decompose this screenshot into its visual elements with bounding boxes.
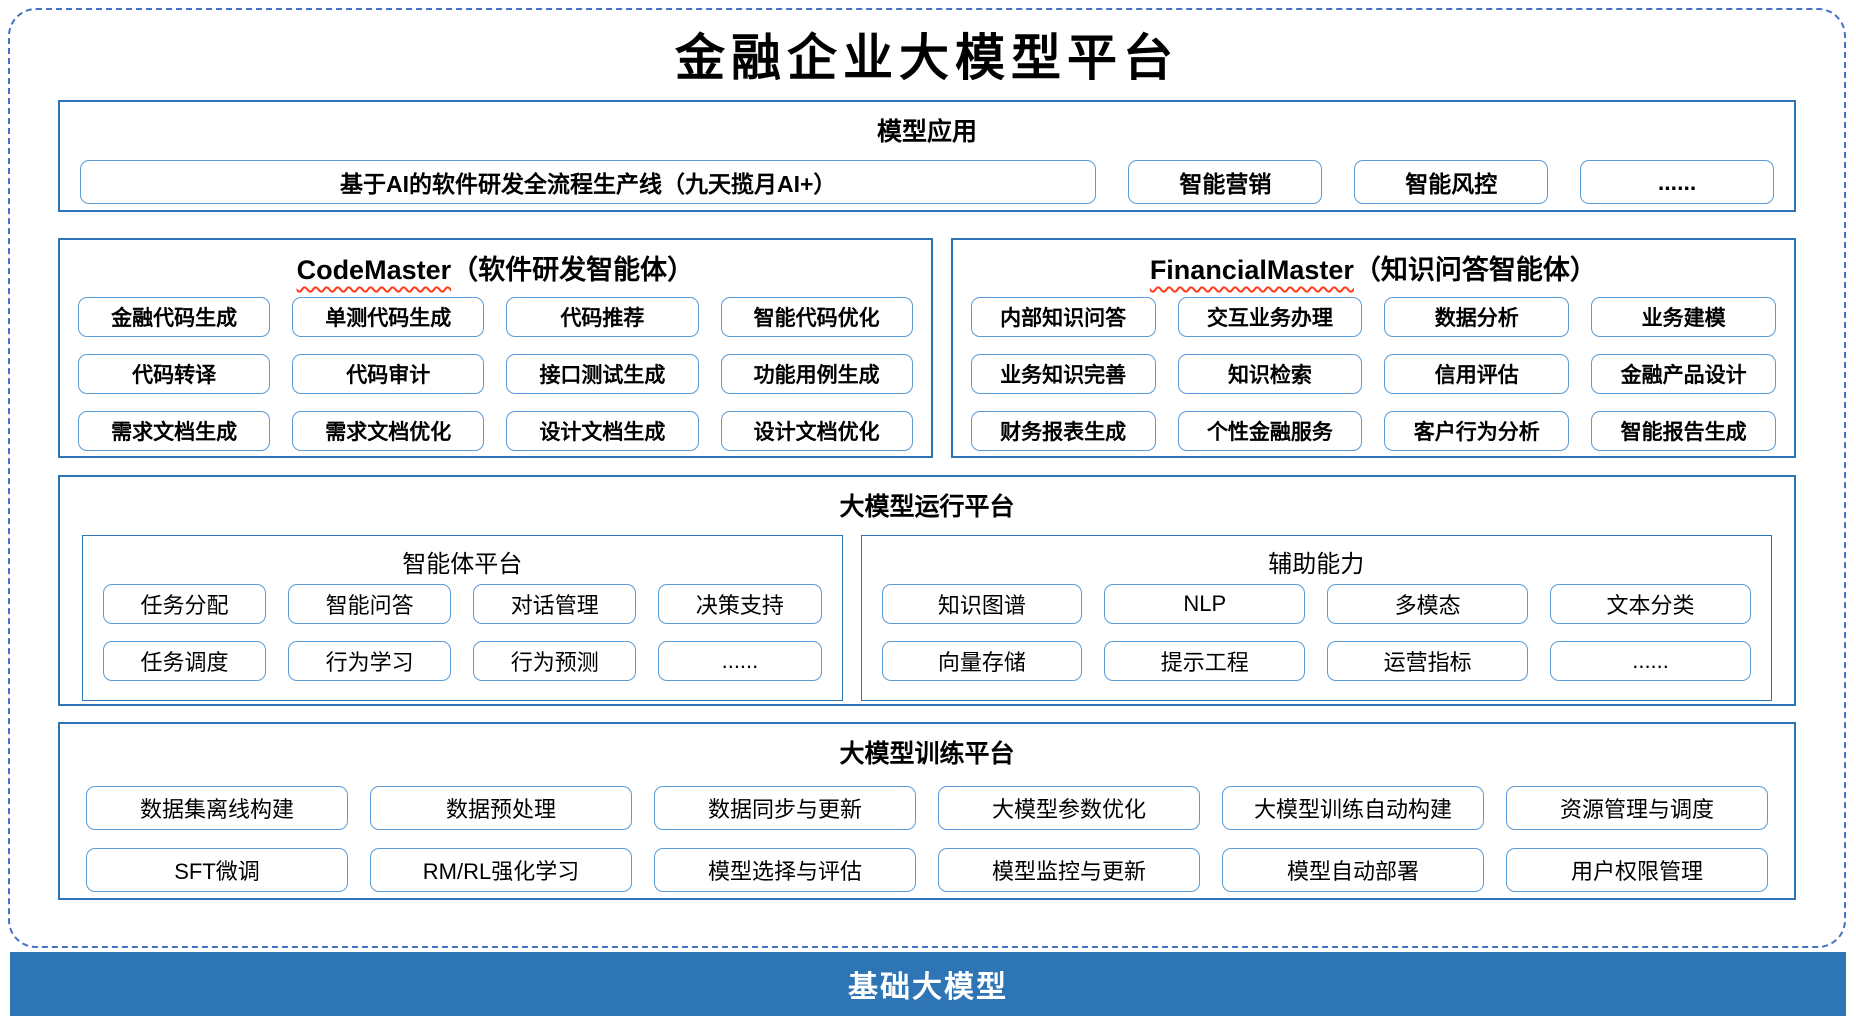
financialmaster-pill: 智能报告生成 [1591, 411, 1776, 451]
training-platform-pill: 数据预处理 [370, 786, 632, 830]
runtime-platform-section: 大模型运行平台 智能体平台 任务分配智能问答对话管理决策支持任务调度行为学习行为… [58, 475, 1796, 706]
agent-platform-pill: 对话管理 [473, 584, 637, 624]
training-platform-pill: 数据集离线构建 [86, 786, 348, 830]
codemaster-items: 金融代码生成单测代码生成代码推荐智能代码优化代码转译代码审计接口测试生成功能用例… [78, 297, 913, 451]
agents-row: CodeMaster（软件研发智能体） 金融代码生成单测代码生成代码推荐智能代码… [58, 238, 1796, 458]
codemaster-name: CodeMaster [296, 255, 452, 285]
agent-platform-box: 智能体平台 任务分配智能问答对话管理决策支持任务调度行为学习行为预测...... [82, 535, 843, 701]
codemaster-box: CodeMaster（软件研发智能体） 金融代码生成单测代码生成代码推荐智能代码… [58, 238, 933, 458]
codemaster-pill: 智能代码优化 [720, 297, 913, 337]
training-platform-pill: 模型自动部署 [1222, 848, 1484, 892]
agent-platform-pill: 任务调度 [103, 641, 267, 681]
codemaster-pill: 设计文档优化 [720, 411, 913, 451]
financialmaster-pill: 财务报表生成 [970, 411, 1156, 451]
auxiliary-pill: 向量存储 [881, 641, 1083, 681]
diagram-title: 金融企业大模型平台 [675, 28, 1179, 87]
financialmaster-pill: 信用评估 [1384, 354, 1570, 394]
agent-platform-pill: 智能问答 [288, 584, 452, 624]
auxiliary-pill: 知识图谱 [881, 584, 1083, 624]
auxiliary-pill: 文本分类 [1550, 584, 1751, 624]
financialmaster-pill: 数据分析 [1384, 297, 1570, 337]
codemaster-pill: 代码审计 [292, 354, 485, 394]
training-platform-pill: 资源管理与调度 [1506, 786, 1768, 830]
codemaster-header: CodeMaster（软件研发智能体） [60, 240, 931, 287]
financialmaster-box: FinancialMaster（知识问答智能体） 内部知识问答交互业务办理数据分… [950, 238, 1796, 458]
codemaster-pill: 接口测试生成 [506, 354, 699, 394]
platform-diagram: 金融企业大模型平台 模型应用 基于AI的软件研发全流程生产线（九天揽月AI+） … [8, 8, 1846, 948]
training-platform-header: 大模型训练平台 [839, 740, 1015, 768]
runtime-row: 智能体平台 任务分配智能问答对话管理决策支持任务调度行为学习行为预测......… [82, 535, 1772, 701]
model-application-header: 模型应用 [876, 118, 977, 146]
codemaster-pill: 代码推荐 [506, 297, 699, 337]
auxiliary-header: 辅助能力 [1268, 551, 1365, 578]
auxiliary-pill: ...... [1550, 641, 1751, 681]
agent-platform-pill: 行为预测 [473, 641, 637, 681]
auxiliary-items: 知识图谱 NLP 多模态文本分类向量存储提示工程运营指标...... [881, 584, 1751, 681]
agent-platform-pill: 行为学习 [288, 641, 452, 681]
base-model-bar: 基础大模型 [10, 952, 1846, 1016]
auxiliary-pill: 运营指标 [1327, 641, 1529, 681]
training-platform-section: 大模型训练平台 数据集离线构建数据预处理数据同步与更新大模型参数优化大模型训练自… [58, 722, 1796, 900]
agent-platform-pill: 决策支持 [658, 584, 822, 624]
app-pill: 智能营销 [1128, 160, 1323, 204]
agent-platform-pill: ...... [658, 641, 822, 681]
agent-platform-pill: 任务分配 [103, 584, 267, 624]
financialmaster-pill: 内部知识问答 [970, 297, 1156, 337]
auxiliary-pill: 提示工程 [1104, 641, 1306, 681]
financialmaster-pill: 知识检索 [1177, 354, 1363, 394]
model-application-section: 模型应用 基于AI的软件研发全流程生产线（九天揽月AI+） 智能营销智能风控..… [58, 100, 1796, 212]
app-pill: 智能风控 [1354, 160, 1549, 204]
training-platform-pill: 数据同步与更新 [654, 786, 916, 830]
training-platform-pill: 模型选择与评估 [654, 848, 916, 892]
codemaster-pill: 功能用例生成 [720, 354, 913, 394]
financialmaster-name: FinancialMaster [1149, 255, 1354, 285]
financialmaster-pill: 业务知识完善 [970, 354, 1156, 394]
training-platform-pill: 大模型训练自动构建 [1222, 786, 1484, 830]
codemaster-pill: 设计文档生成 [506, 411, 699, 451]
financialmaster-header: FinancialMaster（知识问答智能体） [953, 240, 1794, 287]
financialmaster-pill: 个性金融服务 [1177, 411, 1363, 451]
training-platform-pill: 大模型参数优化 [938, 786, 1200, 830]
financialmaster-suffix: （知识问答智能体） [1353, 255, 1597, 285]
financialmaster-pill: 业务建模 [1591, 297, 1776, 337]
financialmaster-items: 内部知识问答交互业务办理数据分析业务建模业务知识完善知识检索信用评估金融产品设计… [970, 297, 1776, 451]
codemaster-pill: 单测代码生成 [292, 297, 485, 337]
codemaster-suffix: （软件研发智能体） [451, 255, 695, 285]
model-application-row: 基于AI的软件研发全流程生产线（九天揽月AI+） 智能营销智能风控...... [80, 160, 1775, 204]
codemaster-pill: 金融代码生成 [78, 297, 271, 337]
app-pill: ...... [1580, 160, 1775, 204]
agent-platform-header: 智能体平台 [402, 551, 523, 578]
codemaster-pill: 需求文档生成 [78, 411, 271, 451]
runtime-platform-header: 大模型运行平台 [839, 493, 1015, 521]
codemaster-pill: 代码转译 [78, 354, 271, 394]
training-platform-pill: 用户权限管理 [1506, 848, 1768, 892]
training-platform-pill: 模型监控与更新 [938, 848, 1200, 892]
financialmaster-pill: 客户行为分析 [1384, 411, 1570, 451]
auxiliary-box: 辅助能力 知识图谱 NLP 多模态文本分类向量存储提示工程运营指标...... [860, 535, 1772, 701]
auxiliary-pill: NLP [1104, 584, 1306, 624]
codemaster-pill: 需求文档优化 [292, 411, 485, 451]
financialmaster-pill: 金融产品设计 [1591, 354, 1776, 394]
training-platform-pill: RM/RL强化学习 [370, 848, 632, 892]
agent-platform-items: 任务分配智能问答对话管理决策支持任务调度行为学习行为预测...... [103, 584, 822, 681]
training-platform-pill: SFT微调 [86, 848, 348, 892]
financialmaster-pill: 交互业务办理 [1177, 297, 1363, 337]
app-pill-main: 基于AI的软件研发全流程生产线（九天揽月AI+） [80, 160, 1097, 204]
auxiliary-pill: 多模态 [1327, 584, 1529, 624]
training-platform-items: 数据集离线构建数据预处理数据同步与更新大模型参数优化大模型训练自动构建资源管理与… [86, 786, 1768, 892]
base-model-label: 基础大模型 [848, 971, 1008, 1004]
